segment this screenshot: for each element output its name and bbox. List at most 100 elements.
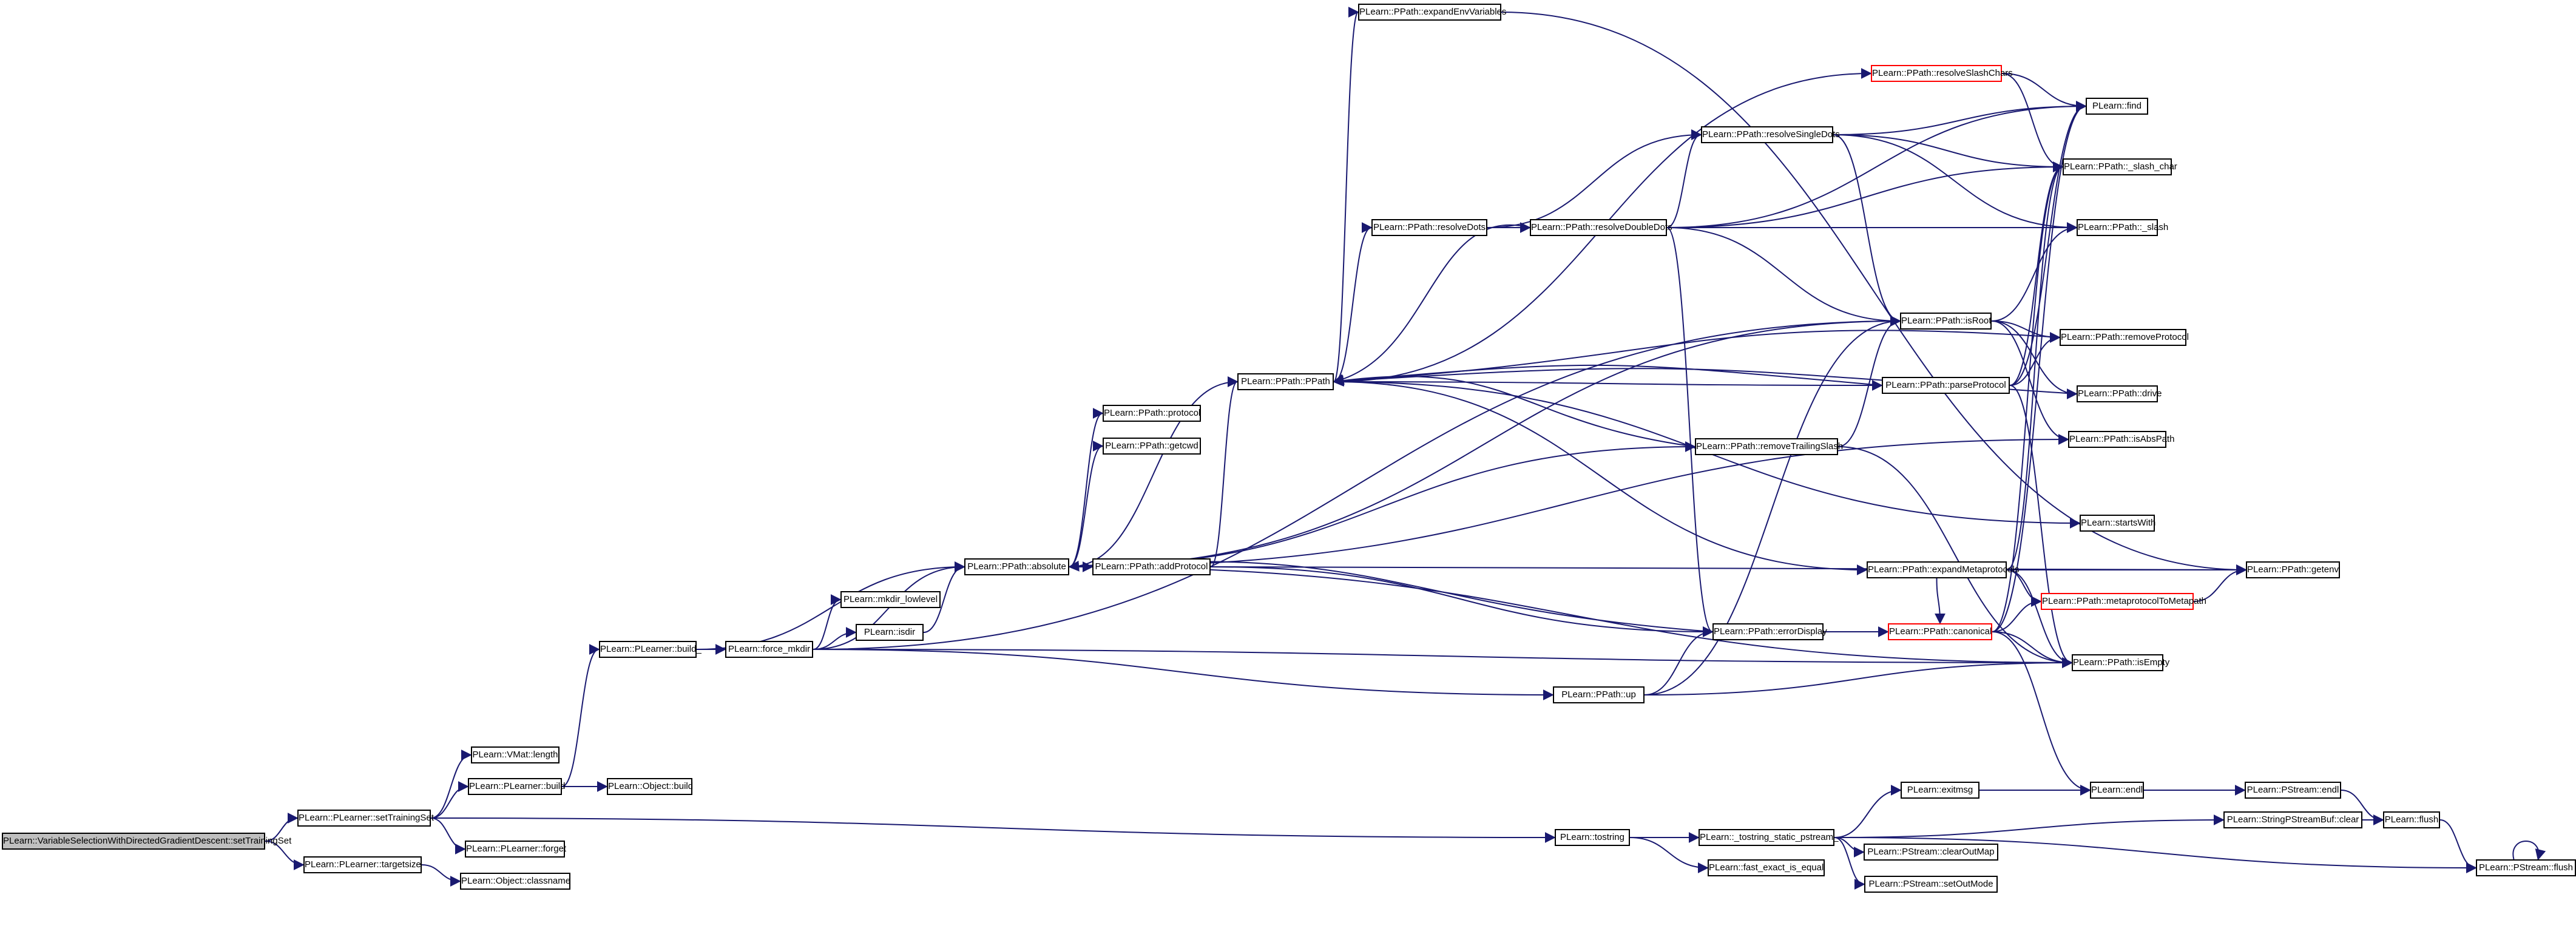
node-ppath-getcwd[interactable]: PLearn::PPath::getcwd: [1103, 438, 1201, 455]
edge-tostringStatic-to-setOutMode: [1834, 837, 1865, 890]
node-object-classname[interactable]: PLearn::Object::classname: [460, 873, 570, 890]
edge-metaprotocolToMetapath-to-getenv: [2193, 564, 2247, 602]
edge-removeTrailingSlash-to-isEmpty: [1837, 446, 2073, 668]
edge-addProtocol-to-ppath: [1210, 376, 1239, 567]
edge-ppath-to-resolveDots: [1333, 222, 1373, 382]
edge-setTrainingSet-to-plearnerForget: [430, 817, 466, 854]
edge-resolveDoubleDots-to-slashChar: [1666, 161, 2064, 228]
edge-isdir-to-absolute: [923, 561, 965, 633]
node-ppath-resolve-single-dots[interactable]: PLearn::PPath::resolveSingleDots: [1701, 126, 1840, 143]
node-plearner-build[interactable]: PLearn::PLearner::build: [468, 778, 565, 795]
edge-forceMkdir-to-isEmpty: [813, 649, 2073, 668]
node-ppath-getenv[interactable]: PLearn::PPath::getenv: [2246, 561, 2340, 578]
edge-expandMetaprotocols-to-isEmpty: [2006, 569, 2073, 668]
edge-resolveSlashChars-to-find: [2001, 73, 2087, 112]
node-plearner-build-private[interactable]: PLearn::PLearner::build_: [599, 641, 701, 658]
node-pstream-clear-out-map[interactable]: PLearn::PStream::clearOutMap: [1864, 844, 1998, 861]
node-ppath-parse-protocol[interactable]: PLearn::PPath::parseProtocol: [1882, 377, 2010, 394]
edge-resolveSingleDots-to-slashChar: [1833, 134, 2064, 172]
edge-resolveDoubleDots-to-ppath: [1333, 224, 1530, 385]
edge-isRoot-to-isAbsPath: [1991, 320, 2069, 445]
edge-resolveSingleDots-to-find: [1833, 101, 2087, 135]
edge-ppath-to-expandMetaprotocols: [1333, 381, 1868, 575]
node-ppath-absolute[interactable]: PLearn::PPath::absolute: [964, 558, 1069, 575]
node-ppath-resolve-slash-chars[interactable]: PLearn::PPath::resolveSlashChars: [1871, 65, 2013, 82]
node-ppath-resolve-double-dots[interactable]: PLearn::PPath::resolveDoubleDots: [1530, 219, 1672, 236]
edge-pstreamFlush-to-pstreamFlush: [2512, 841, 2546, 861]
edge-tostringStatic-to-pstreamFlush: [1834, 837, 2477, 873]
edge-resolveSingleDots-to-isRoot: [1833, 134, 1901, 327]
node-ppath-slash-char[interactable]: PLearn::PPath::_slash_char: [2063, 158, 2177, 175]
node-pstream-set-out-mode[interactable]: PLearn::PStream::setOutMode: [1864, 876, 1998, 893]
edge-removeTrailingSlash-to-isRoot: [1837, 316, 1901, 447]
node-ppath-resolve-dots[interactable]: PLearn::PPath::resolveDots: [1371, 219, 1487, 236]
node-ppath-protocol[interactable]: PLearn::PPath::protocol: [1103, 405, 1201, 422]
node-ppath-remove-protocol[interactable]: PLearn::PPath::removeProtocol: [2060, 329, 2189, 346]
node-endl[interactable]: PLearn::endl: [2090, 782, 2144, 799]
node-find[interactable]: PLearn::find: [2086, 98, 2148, 115]
edge-setTrainingSet-to-plearnerBuild: [430, 781, 469, 819]
node-ppath-is-abs-path[interactable]: PLearn::PPath::isAbsPath: [2068, 431, 2174, 448]
edge-setTrainingSet-to-vmatLength: [430, 750, 472, 819]
edge-resolveDoubleDots-to-resolveSingleDots: [1666, 129, 1702, 228]
node-pstream-flush[interactable]: PLearn::PStream::flush: [2476, 859, 2576, 876]
edge-plearnerBuild-to-plearnerBuildPriv: [561, 644, 600, 787]
edge-removeProtocol-to-ppath: [1333, 330, 2060, 387]
node-starts-with[interactable]: PLearn::startsWith: [2080, 515, 2155, 532]
node-plearner-forget[interactable]: PLearn::PLearner::forget: [465, 841, 566, 858]
node-ppath-ppath[interactable]: PLearn::PPath::PPath: [1237, 373, 1334, 390]
node-isdir[interactable]: PLearn::isdir: [856, 624, 924, 641]
edge-forceMkdir-to-up: [813, 649, 1554, 700]
node-ppath-is-empty[interactable]: PLearn::PPath::isEmpty: [2072, 654, 2169, 671]
edge-canonical-to-slashChar: [1992, 161, 2064, 632]
edge-resolveDots-to-resolveSingleDots: [1487, 129, 1702, 228]
edge-expandEnvVariables-to-getenv: [1501, 12, 2247, 575]
edge-parseProtocol-to-find: [2009, 101, 2087, 386]
node-force-mkdir[interactable]: PLearn::force_mkdir: [725, 641, 813, 658]
node-plearner-set-training-set[interactable]: PLearn::PLearner::setTrainingSet: [297, 810, 434, 827]
edge-targetsize-to-classname: [421, 864, 461, 887]
node-ppath-remove-trailing-slash[interactable]: PLearn::PPath::removeTrailingSlash: [1695, 438, 1843, 455]
node-plearner-targetsize[interactable]: PLearn::PLearner::targetsize: [303, 856, 422, 873]
edge-flush-to-pstreamFlush: [2439, 819, 2477, 873]
edge-canonical-to-endl: [1992, 631, 2091, 796]
node-tostring-static-pstream[interactable]: PLearn::_tostring_static_pstream_: [1699, 829, 1838, 846]
node-ppath-canonical[interactable]: PLearn::PPath::canonical: [1888, 623, 1992, 640]
edge-absolute-to-getcwd: [1069, 441, 1104, 567]
edge-tostringStatic-to-stringBufClear: [1834, 814, 2225, 838]
node-ppath-metaprotocol-to-metapath[interactable]: PLearn::PPath::metaprotocolToMetapath: [2041, 593, 2206, 610]
node-flush[interactable]: PLearn::flush: [2383, 811, 2440, 828]
edge-isRoot-to-slash: [1991, 222, 2078, 322]
node-object-build[interactable]: PLearn::Object::build: [607, 778, 693, 795]
node-ppath-up[interactable]: PLearn::PPath::up: [1553, 686, 1645, 703]
edge-canonical-to-isEmpty: [1992, 631, 2073, 668]
edge-addProtocol-to-errorDisplay: [1210, 566, 1714, 637]
edge-resolveDoubleDots-to-errorDisplay: [1666, 227, 1714, 637]
edge-absolute-to-isRoot: [1069, 316, 1901, 567]
node-tostring[interactable]: PLearn::tostring: [1555, 829, 1630, 846]
edge-forceMkdir-to-absolute: [813, 561, 965, 650]
node-ppath-add-protocol[interactable]: PLearn::PPath::addProtocol: [1092, 558, 1211, 575]
edge-up-to-isEmpty: [1644, 657, 2073, 695]
edge-isRoot-to-drive: [1991, 320, 2078, 399]
node-vmat-length[interactable]: PLearn::VMat::length: [471, 746, 559, 763]
edge-forceMkdir-to-mkdirLowlevel: [813, 594, 842, 650]
edge-plearnerBuildPriv-to-absolute: [696, 561, 965, 650]
node-ppath-slash[interactable]: PLearn::PPath::_slash: [2077, 219, 2168, 236]
node-ppath-expand-env-variables[interactable]: PLearn::PPath::expandEnvVariables: [1358, 4, 1506, 21]
node-ppath-expand-metaprotocols[interactable]: PLearn::PPath::expandMetaprotocols: [1867, 561, 2019, 578]
node-exitmsg[interactable]: PLearn::exitmsg: [1901, 782, 1979, 799]
node-ppath-drive[interactable]: PLearn::PPath::drive: [2077, 385, 2162, 402]
edge-resolveSingleDots-to-slash: [1833, 134, 2078, 233]
node-pstream-endl[interactable]: PLearn::PStream::endl: [2245, 782, 2341, 799]
node-ppath-error-display[interactable]: PLearn::PPath::errorDisplay: [1712, 623, 1827, 640]
edge-setTrainingSet-to-tostring: [430, 817, 1556, 843]
edge-resolveDoubleDots-to-find: [1666, 101, 2087, 228]
node-string-pstream-buf-clear[interactable]: PLearn::StringPStreamBuf::clear: [2223, 811, 2362, 828]
node-ppath-is-root[interactable]: PLearn::PPath::isRoot: [1900, 313, 1992, 330]
node-mkdir-lowlevel[interactable]: PLearn::mkdir_lowlevel: [840, 591, 941, 608]
node-fast-exact-is-equal[interactable]: PLearn::fast_exact_is_equal: [1708, 859, 1825, 876]
edge-removeTrailingSlash-to-ppath: [1333, 374, 1695, 447]
edge-absolute-to-ppath: [1069, 376, 1239, 567]
